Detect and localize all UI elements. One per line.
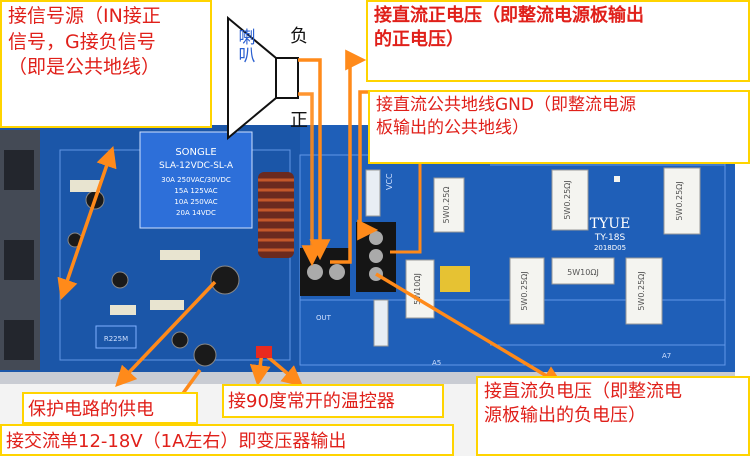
speaker-positive-label: 正 — [290, 110, 308, 131]
resistors: 5W0.25Ω 5W0.25ΩJ 5W0.25ΩJ 5W10ΩJ 5W0.25Ω… — [405, 167, 701, 325]
label-signal-source: 接信号源（IN接正 信号，G接负信号 （即是公共地线） — [0, 0, 212, 128]
relay-rating-2: 15A 125VAC — [174, 187, 217, 195]
resistor-5: 5W0.25ΩJ — [520, 271, 529, 310]
inductor — [258, 172, 294, 258]
speaker-negative-label: 负 — [290, 26, 308, 47]
resistor-7: 5W0.25ΩJ — [637, 271, 646, 310]
label-thermostat: 接90度常开的温控器 — [222, 384, 444, 418]
resistor-1: 5W0.25Ω — [442, 187, 451, 224]
relay-model: SLA-12VDC-SL-A — [159, 161, 234, 171]
resistor-6: 5W10ΩJ — [567, 268, 599, 277]
silk-out: OUT — [316, 314, 332, 322]
silk-a5: A5 — [432, 359, 441, 367]
label-protection-power: 保护电路的供电 — [22, 392, 198, 424]
resistor-3: 5W0.25ΩJ — [675, 181, 684, 220]
relay — [139, 131, 253, 229]
relay-rating-4: 20A 14VDC — [176, 209, 216, 217]
relay-rating-3: 10A 250VAC — [174, 198, 217, 206]
silk-vcc: VCC — [385, 173, 394, 190]
speaker-label: 喇叭 — [238, 28, 256, 66]
relay-brand: SONGLE — [175, 147, 216, 158]
silk-a7: A7 — [662, 352, 671, 360]
resistor-4: 5W10ΩJ — [413, 273, 422, 305]
label-dc-positive: 接直流正电压（即整流电源板输出 的正电压） — [366, 0, 750, 82]
label-ac-input: 接交流单12-18V（1A左右）即变压器输出 — [0, 424, 454, 456]
speaker-icon — [227, 15, 299, 141]
label-dc-ground: 接直流公共地线GND（即整流电源 板输出的公共地线） — [368, 90, 750, 164]
relay-rating-1: 30A 250VAC/30VDC — [161, 176, 231, 184]
board-date: 2018D05 — [594, 244, 626, 252]
silk-r225: R225M — [104, 335, 128, 343]
label-dc-negative: 接直流负电压（即整流电 源板输出的负电压） — [476, 376, 750, 456]
resistor-2: 5W0.25ΩJ — [563, 180, 572, 219]
board-model: TY-18S — [594, 233, 626, 243]
board-brand: TYUE — [590, 216, 631, 232]
